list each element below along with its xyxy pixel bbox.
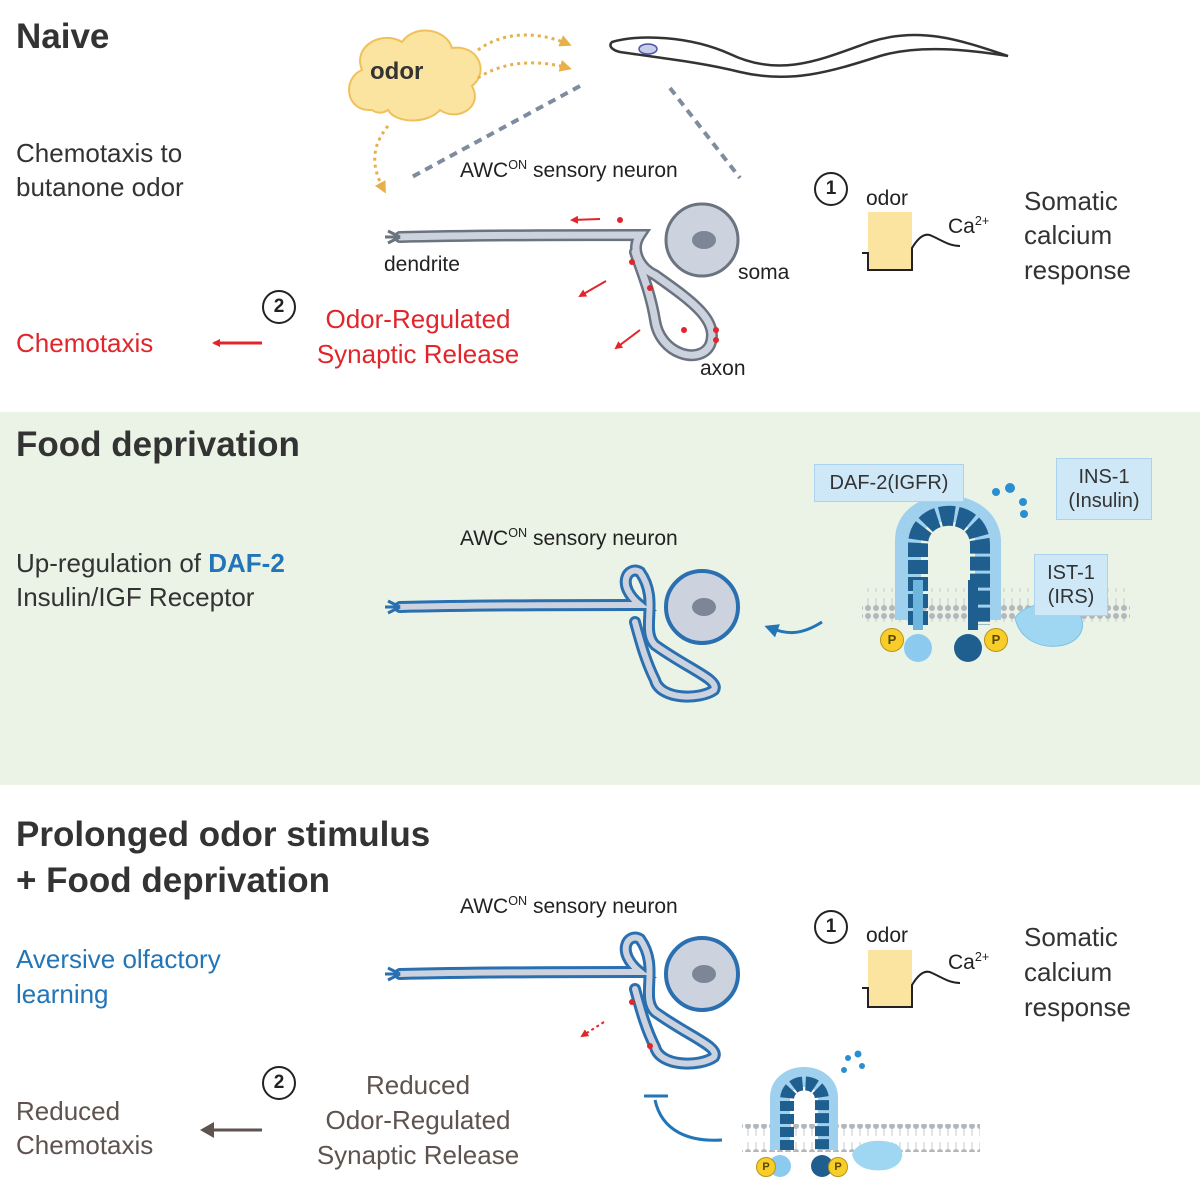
phospho-badge-left: P — [880, 628, 904, 652]
step-1-marker: 1 — [814, 172, 848, 206]
worm — [609, 33, 1009, 79]
phospho-badge-left-2: P — [756, 1157, 776, 1177]
calcium-trace-2 — [862, 950, 961, 1008]
prolonged-title-line1: Prolonged odor stimulus — [16, 815, 431, 854]
phospho-badge-right: P — [984, 628, 1008, 652]
learning-line1: Aversive olfactory — [16, 944, 221, 974]
daf2-receptor — [895, 495, 1001, 662]
dendrite-label: dendrite — [384, 253, 460, 276]
naive-panel — [0, 0, 1200, 412]
step-2-marker-2: 2 — [262, 1066, 296, 1100]
synaptic-release-dots — [617, 217, 719, 343]
odor-diffusion-arrows — [373, 33, 572, 194]
phospho-badge-right-2: P — [828, 1157, 848, 1177]
learning-line2: learning — [16, 979, 109, 1009]
upregulation-line2: Insulin/IGF Receptor — [16, 582, 255, 612]
reduced-chemotaxis-line1: Reduced — [16, 1096, 121, 1126]
signal-arrow — [764, 620, 823, 638]
reduced-chemotaxis-line2: Chemotaxis — [16, 1130, 154, 1160]
awc-neuron-daf2 — [385, 564, 740, 703]
odor-cloud — [348, 29, 482, 122]
somatic-line2: calcium — [1024, 220, 1113, 250]
somatic-line1: Somatic — [1024, 186, 1118, 216]
ist1-box: IST-1(IRS) — [1034, 554, 1108, 616]
reduced-release-line1: Reduced — [365, 1070, 471, 1100]
daf2-box: DAF-2(IGFR) — [814, 464, 964, 502]
somatic-line3: response — [1024, 255, 1131, 285]
step-2-marker: 2 — [262, 290, 296, 324]
chemotaxis-desc-line1: Chemotaxis to — [16, 138, 183, 168]
odor-trace-label-2: odor — [866, 924, 909, 947]
release-line1: Odor-Regulated — [325, 304, 511, 334]
somatic2-line1: Somatic — [1024, 922, 1118, 952]
prolonged-panel — [0, 785, 1200, 1200]
synaptic-release-arrows — [570, 215, 641, 350]
awc-neuron-learned — [385, 931, 740, 1070]
chemotaxis-desc-line2: butanone odor — [16, 172, 184, 202]
zoom-lines — [409, 84, 742, 180]
chemotaxis-outcome: Chemotaxis — [16, 328, 154, 358]
reduced-release-line2: Odor-Regulated — [325, 1105, 511, 1135]
ins1-box: INS-1(Insulin) — [1056, 458, 1152, 520]
food-deprivation-title: Food deprivation — [16, 425, 300, 464]
inhibition-arrow — [653, 1099, 723, 1142]
calcium-label: Ca2+ — [948, 214, 990, 239]
neuron-label-3: AWCON sensory neuron — [460, 894, 678, 919]
prolonged-title-line2: + Food deprivation — [16, 861, 331, 900]
axon-label: axon — [700, 357, 746, 380]
upregulation-line1: Up-regulation of DAF-2 — [16, 548, 285, 578]
neuron-label-2: AWCON sensory neuron — [460, 526, 678, 551]
naive-title: Naive — [16, 17, 110, 56]
calcium-label-2: Ca2+ — [948, 950, 990, 975]
odor-cloud-label: odor — [370, 58, 424, 85]
release-line2: Synaptic Release — [316, 339, 520, 369]
step-1-marker-2: 1 — [814, 910, 848, 944]
somatic2-line3: response — [1024, 992, 1131, 1022]
reduced-release-line3: Synaptic Release — [316, 1140, 520, 1170]
odor-trace-label: odor — [866, 187, 909, 210]
awc-neuron — [385, 202, 740, 362]
somatic2-line2: calcium — [1024, 957, 1113, 987]
ins1-ligands — [992, 483, 1028, 518]
ins1-ligands-2 — [841, 1050, 865, 1073]
reduced-release — [580, 999, 653, 1049]
calcium-trace-1 — [862, 212, 961, 271]
neuron-label: AWCON sensory neuron — [460, 158, 678, 183]
soma-label: soma — [738, 261, 790, 284]
ist1-protein-2 — [852, 1140, 903, 1171]
